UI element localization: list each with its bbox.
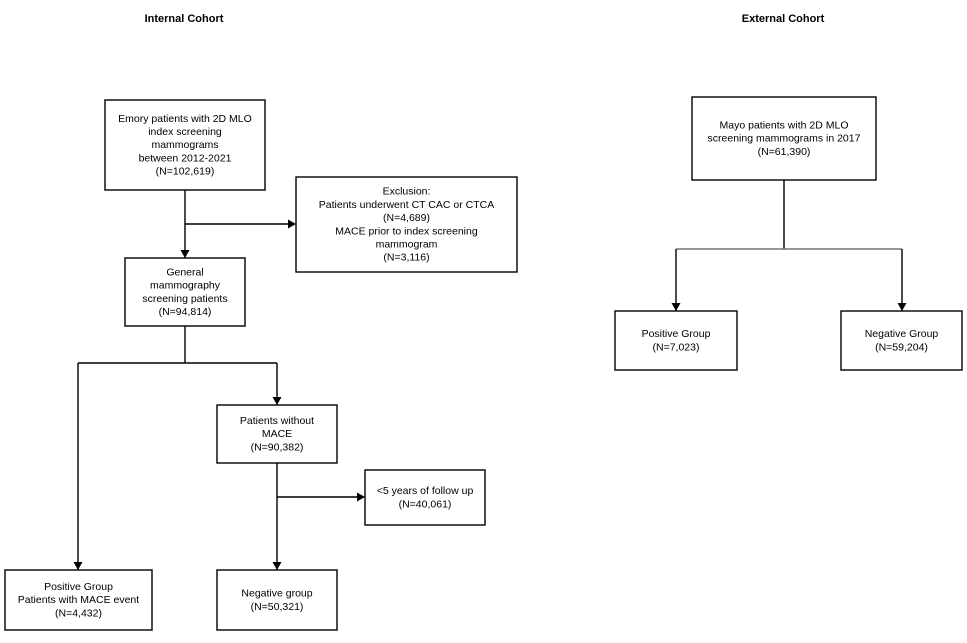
- mayo-source-box-line-1: screening mammograms in 2017: [708, 133, 861, 145]
- general-screening-box-line-1: mammography: [150, 280, 221, 292]
- external-positive-group-box-line-0: Positive Group: [642, 328, 711, 340]
- exclusion-box-rect: [295, 176, 518, 273]
- exclusion-box-line-5: (N=3,116): [383, 252, 429, 264]
- mayo-source-box-rect: [691, 96, 877, 181]
- exclusion-box-line-1: Patients underwent CT CAC or CTCA: [319, 199, 494, 211]
- split-left-down-arrowhead: [73, 562, 83, 570]
- emory-source-box-line-3: between 2012-2021: [139, 152, 232, 164]
- emory-source-box-line-4: (N=102,619): [156, 166, 215, 178]
- mace-down-arrowhead: [272, 562, 282, 570]
- short-followup-box-line-0: <5 years of follow up: [377, 485, 474, 497]
- emory-source-box-line-0: Emory patients with 2D MLO: [118, 113, 252, 125]
- external-right-down-arrowhead: [897, 303, 907, 311]
- external-cohort-title: External Cohort: [742, 13, 825, 25]
- internal-positive-group-box-line-0: Positive Group: [44, 581, 113, 593]
- internal-cohort-title: Internal Cohort: [145, 13, 224, 25]
- short-followup-box-line-1: (N=40,061): [399, 498, 452, 510]
- patients-without-mace-box-rect: [216, 404, 338, 464]
- internal-positive-group-box-line-2: (N=4,432): [55, 607, 102, 619]
- mayo-source-box-line-0: Mayo patients with 2D MLO: [720, 120, 849, 132]
- patients-without-mace-box-line-0: Patients without: [240, 415, 314, 427]
- external-positive-group-box-line-1: (N=7,023): [653, 341, 700, 353]
- short-followup-box: <5 years of follow up(N=40,061): [364, 469, 486, 526]
- split-right-down-arrowhead: [272, 397, 282, 405]
- cohort-titles-group: Internal Cohort External Cohort: [145, 13, 825, 25]
- external-negative-group-box-rect: [840, 310, 963, 371]
- connectors-group: [73, 180, 907, 570]
- emory-source-box-line-2: mammograms: [151, 139, 218, 151]
- trunk-to-exclusion-arrowhead: [288, 219, 296, 229]
- external-negative-group-box-line-1: (N=59,204): [875, 341, 928, 353]
- internal-positive-group-box-rect: [4, 569, 153, 631]
- mace-to-followup-arrowhead: [357, 492, 365, 502]
- exclusion-box-line-3: MACE prior to index screening: [335, 225, 478, 237]
- external-positive-group-box: Positive Group(N=7,023): [614, 310, 738, 371]
- external-left-down-arrowhead: [671, 303, 681, 311]
- internal-positive-group-box-line-1: Patients with MACE event: [18, 594, 139, 606]
- general-screening-box-rect: [124, 257, 246, 327]
- internal-negative-group-box-line-0: Negative group: [241, 588, 312, 600]
- patients-without-mace-box-line-1: MACE: [262, 428, 292, 440]
- external-negative-group-box: Negative Group(N=59,204): [840, 310, 963, 371]
- exclusion-box-line-0: Exclusion:: [383, 186, 431, 198]
- trunk-arrow-to-general-arrowhead: [180, 250, 190, 258]
- patients-without-mace-box-line-2: (N=90,382): [251, 441, 304, 453]
- emory-source-box-rect: [104, 99, 266, 191]
- exclusion-box-line-4: mammogram: [376, 239, 438, 251]
- mayo-source-box-line-2: (N=61,390): [758, 146, 811, 158]
- emory-source-box-line-1: index screening: [148, 126, 222, 138]
- external-negative-group-box-line-0: Negative Group: [865, 328, 939, 340]
- general-screening-box-line-2: screening patients: [142, 293, 227, 305]
- short-followup-box-rect: [364, 469, 486, 526]
- internal-negative-group-box-line-1: (N=50,321): [251, 601, 304, 613]
- exclusion-box: Exclusion:Patients underwent CT CAC or C…: [295, 176, 518, 273]
- general-screening-box-line-0: General: [166, 266, 203, 278]
- general-screening-box-line-3: (N=94,814): [159, 306, 212, 318]
- external-positive-group-box-rect: [614, 310, 738, 371]
- internal-negative-group-box: Negative group(N=50,321): [216, 569, 338, 631]
- internal-negative-group-box-rect: [216, 569, 338, 631]
- exclusion-box-line-2: (N=4,689): [383, 212, 430, 224]
